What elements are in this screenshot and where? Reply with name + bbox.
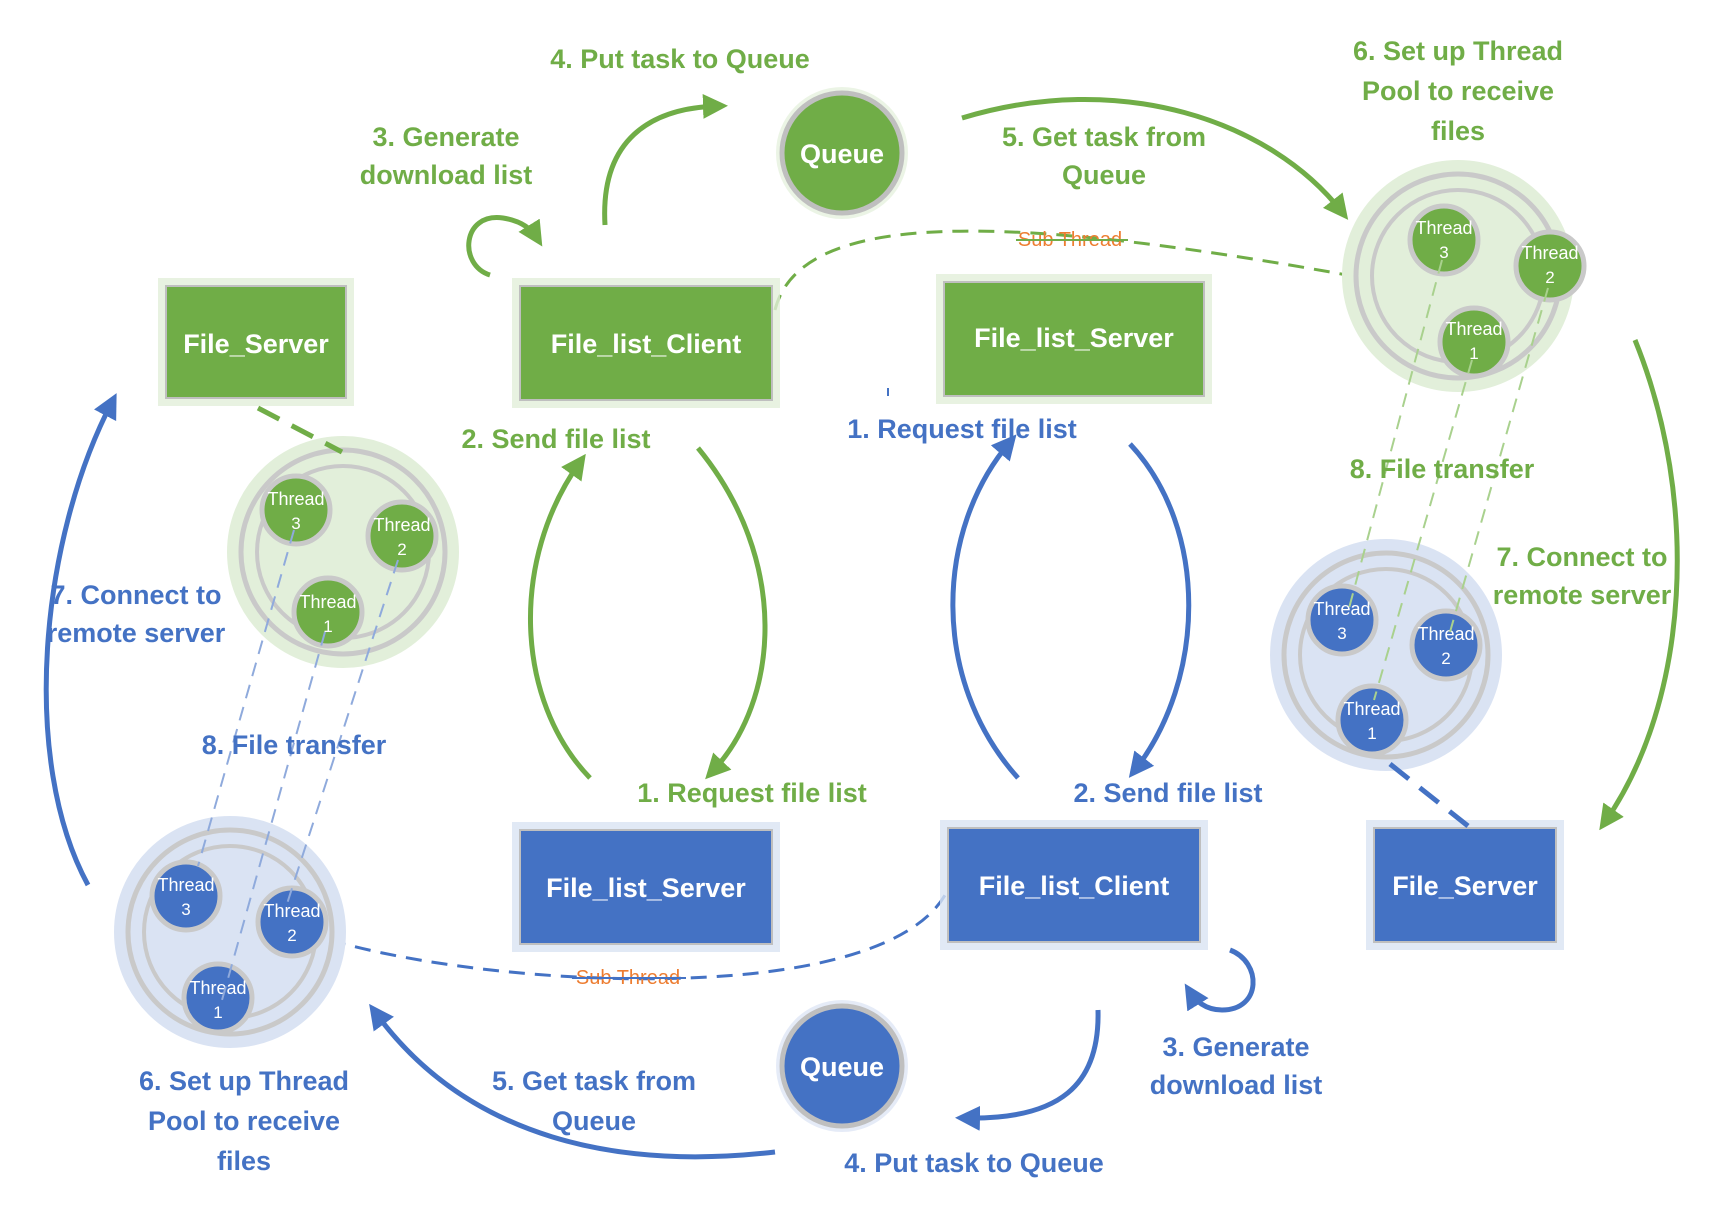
green-step-5-label-line1: 5. Get task from xyxy=(1002,122,1206,152)
blue-file-list-client-box: File_list_Client xyxy=(940,820,1208,950)
svg-text:Thread: Thread xyxy=(1521,243,1578,263)
connector-green-file-server-pool xyxy=(256,405,344,455)
blue-step-7-label-line2: remote server xyxy=(47,618,226,648)
green-file-server-label: File_Server xyxy=(183,329,329,359)
green-step-7-label-line2: remote server xyxy=(1493,580,1672,610)
green-step-3-label-line1: 3. Generate xyxy=(372,122,519,152)
blue-step-4-label: 4. Put task to Queue xyxy=(844,1148,1104,1178)
green-file-list-client-label: File_list_Client xyxy=(551,329,742,359)
green-step-2-label: 2. Send file list xyxy=(461,424,650,454)
arrow-green-request-list xyxy=(696,446,768,780)
svg-text:1: 1 xyxy=(1367,724,1376,743)
arrow-blue-request-list xyxy=(950,434,1020,780)
svg-text:Thread: Thread xyxy=(157,875,214,895)
green-file-list-server-box: File_list_Server xyxy=(936,274,1212,404)
arrow-green-connect-remote xyxy=(1599,339,1680,831)
blue-file-list-client-label: File_list_Client xyxy=(979,871,1170,901)
green-file-list-client-box: File_list_Client xyxy=(512,278,780,408)
blue-file-server-label: File_Server xyxy=(1392,871,1538,901)
thread-1-blue-right: Thread 1 xyxy=(1335,683,1409,757)
blue-step-3-label-line2: download list xyxy=(1150,1070,1323,1100)
svg-text:1: 1 xyxy=(1469,344,1478,363)
green-step-6-label-line3: files xyxy=(1431,116,1485,146)
svg-text:Thread: Thread xyxy=(299,592,356,612)
arrow-green-generate-loop xyxy=(466,215,543,278)
arrow-blue-put-task xyxy=(955,1009,1101,1131)
arrow-green-put-task xyxy=(602,93,728,226)
thread-1-green-left: Thread 1 xyxy=(291,575,365,649)
thread-2-blue-left: Thread 2 xyxy=(255,885,329,959)
arrow-blue-generate-loop xyxy=(1184,947,1256,1013)
green-queue-label: Queue xyxy=(800,139,884,169)
svg-text:Thread: Thread xyxy=(189,978,246,998)
svg-text:Thread: Thread xyxy=(263,901,320,921)
blue-queue: Queue xyxy=(776,1000,908,1132)
arrow-green-get-task xyxy=(961,97,1349,220)
svg-text:1: 1 xyxy=(213,1003,222,1022)
blue-step-6-label-line1: 6. Set up Thread xyxy=(139,1066,349,1096)
thread-2-green-left: Thread 2 xyxy=(365,499,439,573)
sub-thread-link-blue xyxy=(329,884,952,981)
blue-step-8-label: 8. File transfer xyxy=(202,730,387,760)
blue-thread-pool-left: Thread 3 Thread 2 Thread 1 xyxy=(114,816,346,1048)
green-thread-pool-right: Thread 3 Thread 2 Thread 1 xyxy=(1342,160,1587,392)
thread-3-green-left: Thread 3 xyxy=(259,473,333,547)
svg-text:2: 2 xyxy=(397,540,406,559)
blue-file-list-server-label: File_list_Server xyxy=(546,873,746,903)
file-transfer-lines-right xyxy=(1347,259,1549,701)
blue-step-2-label: 2. Send file list xyxy=(1073,778,1262,808)
svg-text:2: 2 xyxy=(1545,268,1554,287)
thread-3-green-right: Thread 3 xyxy=(1407,203,1481,277)
svg-text:Thread: Thread xyxy=(1343,699,1400,719)
svg-text:3: 3 xyxy=(291,514,300,533)
green-file-server-box: File_Server xyxy=(158,278,354,406)
blue-file-server-box: File_Server xyxy=(1366,820,1564,950)
file-transfer-lines-left xyxy=(197,529,399,1001)
blue-step-6-label-line2: Pool to receive xyxy=(148,1106,340,1136)
blue-step-6-label-line3: files xyxy=(217,1146,271,1176)
arrow-blue-connect-remote xyxy=(43,393,117,887)
green-step-5-label-line2: Queue xyxy=(1062,160,1146,190)
svg-text:Thread: Thread xyxy=(1445,319,1502,339)
svg-text:2: 2 xyxy=(287,926,296,945)
thread-3-blue-left: Thread 3 xyxy=(149,859,223,933)
svg-text:1: 1 xyxy=(323,617,332,636)
svg-text:3: 3 xyxy=(1439,243,1448,262)
blue-queue-label: Queue xyxy=(800,1052,884,1082)
green-step-8-label: 8. File transfer xyxy=(1350,454,1535,484)
svg-text:Thread: Thread xyxy=(373,515,430,535)
blue-step-3-label-line1: 3. Generate xyxy=(1162,1032,1309,1062)
arrow-green-send-list xyxy=(528,453,592,780)
svg-text:3: 3 xyxy=(181,900,190,919)
svg-text:2: 2 xyxy=(1441,649,1450,668)
green-step-6-label-line1: 6. Set up Thread xyxy=(1353,36,1563,66)
connector-blue-file-server-pool xyxy=(1388,762,1470,828)
green-step-3-label-line2: download list xyxy=(360,160,533,190)
svg-text:Thread: Thread xyxy=(1417,624,1474,644)
svg-text:Thread: Thread xyxy=(1313,599,1370,619)
thread-1-blue-left: Thread 1 xyxy=(181,961,255,1035)
green-thread-pool-left: Thread 3 Thread 2 Thread 1 xyxy=(227,436,459,668)
arrow-blue-send-list xyxy=(1128,442,1192,778)
blue-step-5-label-line2: Queue xyxy=(552,1106,636,1136)
blue-file-list-server-box: File_list_Server xyxy=(512,822,780,952)
thread-2-blue-right: Thread 2 xyxy=(1409,608,1483,682)
green-step-1-label: 1. Request file list xyxy=(637,778,867,808)
green-step-4-label: 4. Put task to Queue xyxy=(550,44,810,74)
thread-3-blue-right: Thread 3 xyxy=(1305,583,1379,657)
svg-text:Thread: Thread xyxy=(1415,218,1472,238)
blue-step-1-label: 1. Request file list xyxy=(847,414,1077,444)
green-step-7-label-line1: 7. Connect to xyxy=(1496,542,1667,572)
arrow-blue-get-task xyxy=(369,1003,776,1160)
svg-text:3: 3 xyxy=(1337,624,1346,643)
green-file-list-server-label: File_list_Server xyxy=(974,323,1174,353)
green-queue: Queue xyxy=(776,87,908,219)
thread-2-green-right: Thread 2 xyxy=(1513,229,1587,303)
green-step-6-label-line2: Pool to receive xyxy=(1362,76,1554,106)
blue-step-5-label-line1: 5. Get task from xyxy=(492,1066,696,1096)
blue-step-7-label-line1: 7. Connect to xyxy=(50,580,221,610)
svg-text:Thread: Thread xyxy=(267,489,324,509)
thread-1-green-right: Thread 1 xyxy=(1437,305,1511,379)
